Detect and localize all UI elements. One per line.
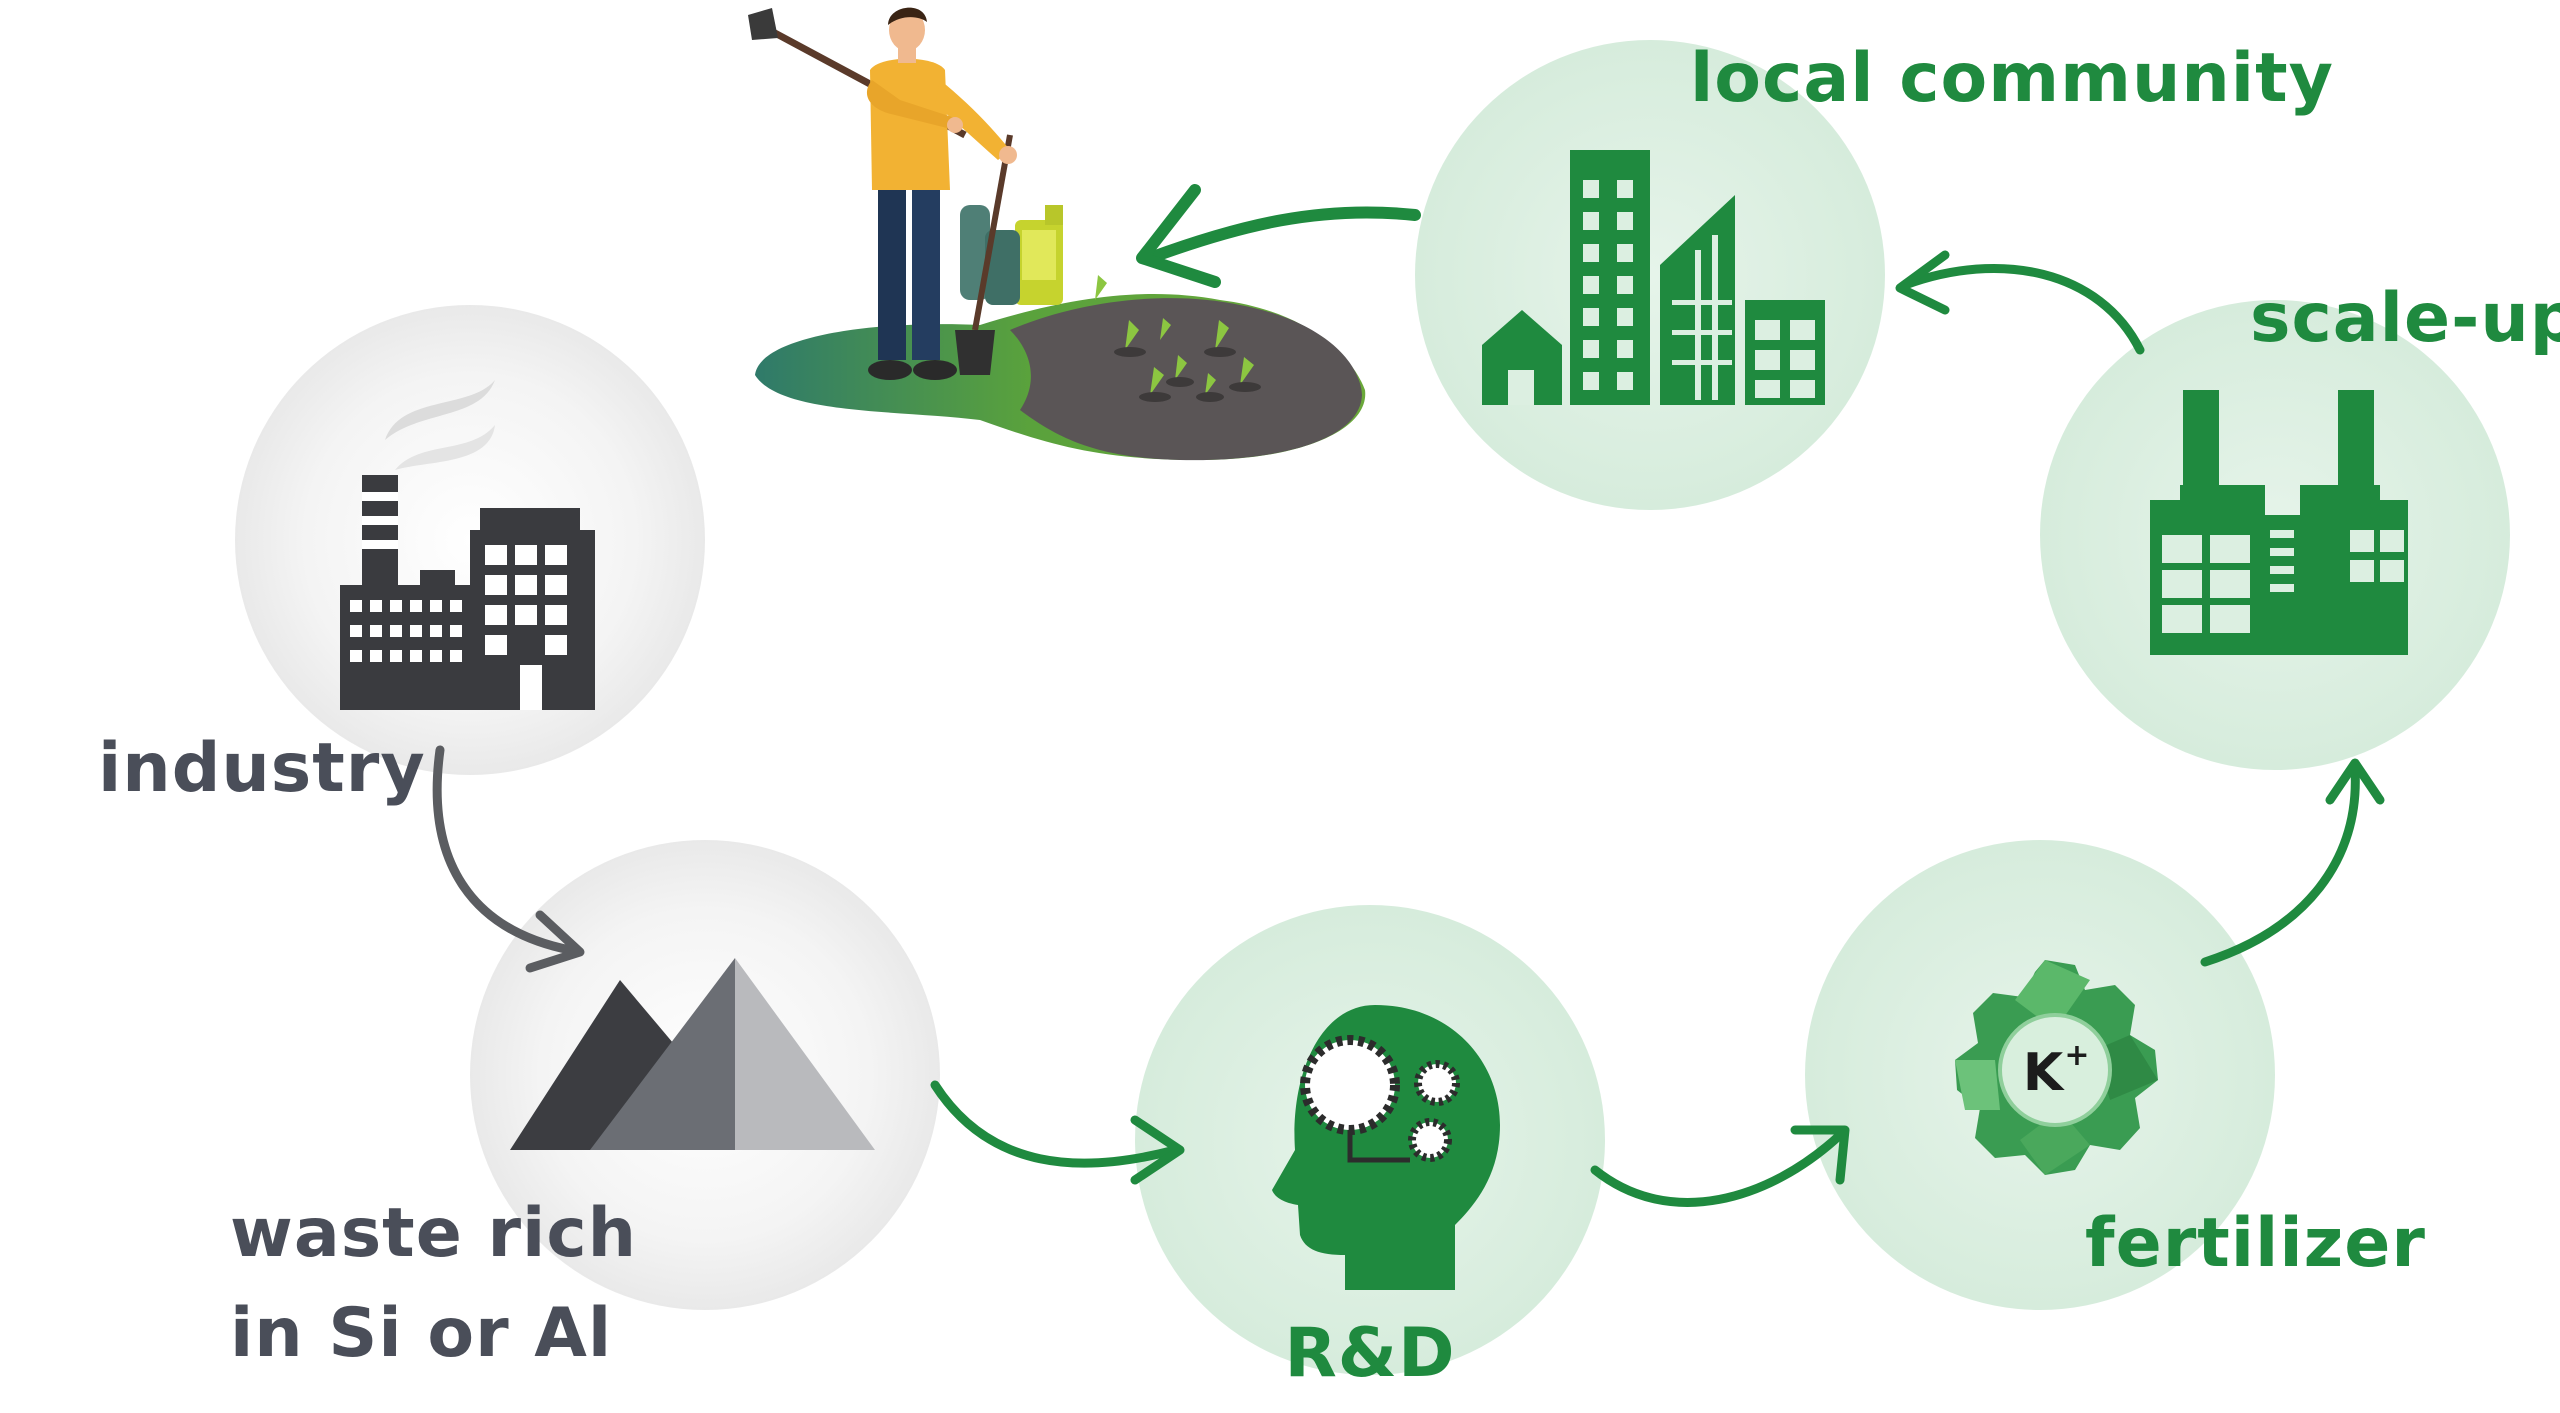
fertilizer-label: fertilizer: [2085, 1204, 2426, 1283]
scaleup-factory-windows: [2162, 530, 2404, 633]
factory-windows: [350, 545, 567, 662]
mountains-icon: [510, 958, 875, 1150]
arrow-scaleup-to-community: [1895, 250, 2145, 355]
farmer-illustration: [748, 7, 1366, 461]
scaleup-label: scale-up: [2250, 279, 2560, 358]
industry-label: industry: [98, 729, 426, 808]
community-label: local community: [1690, 39, 2334, 118]
waste-label-line1: waste rich: [230, 1194, 638, 1273]
head-gears-icon: [1272, 1005, 1500, 1290]
arrow-rnd-to-fertilizer: [1590, 1125, 1850, 1207]
arrow-fertilizer-to-scaleup: [2200, 758, 2385, 967]
waste-label-line2: in Si or Al: [230, 1294, 613, 1373]
rnd-label: R&D: [1284, 1314, 1456, 1393]
k-badge-text: K: [2023, 1043, 2065, 1103]
city-buildings-windows: [1508, 180, 1815, 405]
k-badge-sup: +: [2064, 1038, 2089, 1073]
arrow-industry-to-waste: [432, 745, 585, 973]
arrow-community-to-farmer: [1136, 184, 1421, 288]
fertilizer-gear-icon: K +: [1955, 960, 2158, 1175]
arrow-waste-to-rnd: [930, 1080, 1185, 1185]
